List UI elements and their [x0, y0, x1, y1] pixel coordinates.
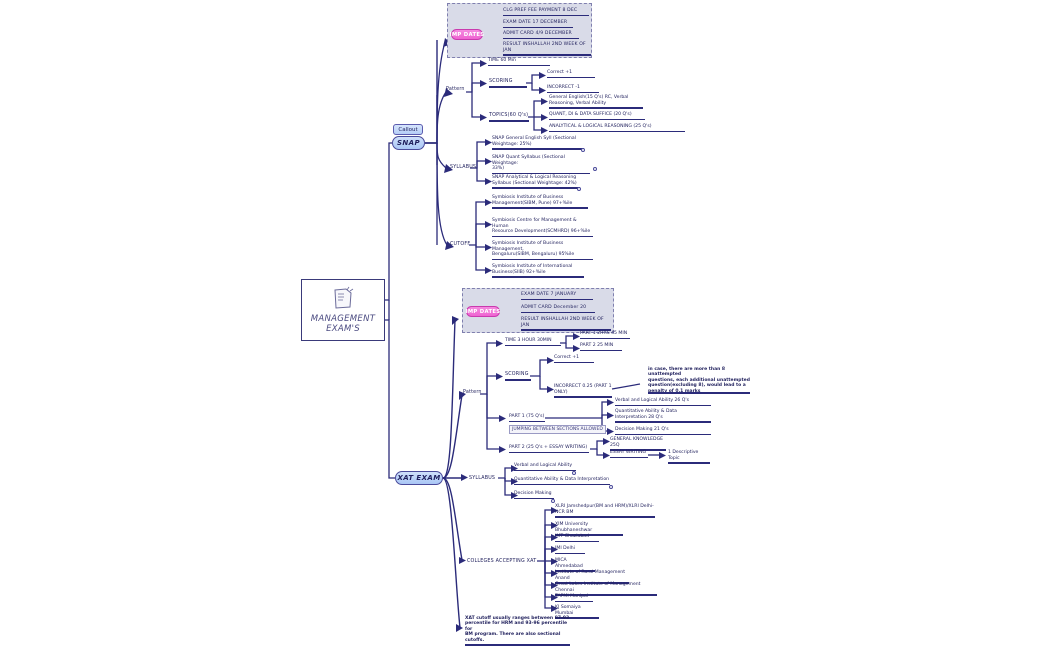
xat-correct-leaf: Correct +1: [554, 355, 594, 364]
snap-imp-date-item: ADMIT CARD 4/9 DECEMBER: [503, 31, 579, 40]
snap-imp-date-item: RESULT INSHALLAH 2ND WEEK OF JAN: [503, 42, 591, 57]
xat-part2-leaf: PART 2 (25 Q's + ESSAY WRITING): [509, 445, 589, 454]
xat-part1-section-leaf: Decision Making 21 Q's: [615, 427, 711, 436]
xat-college-leaf: XIM University Bhubhaneshwar: [555, 522, 623, 537]
snap-time-leaf: TIME 60 Min: [488, 58, 550, 67]
snap-topics-underline: [489, 120, 529, 122]
xat-penalty-note: in case, there are more than 8 unattempt…: [648, 367, 750, 394]
xat-cutoff-note: XAT cutoff usually ranges between 87-93 …: [465, 616, 570, 643]
callout-tag: Callout: [393, 124, 423, 135]
snap-syllabus-leaf: SNAP Analytical & Logical Reasoning Syll…: [492, 175, 580, 190]
syllabus-end-dot: [609, 485, 613, 489]
xat-syllabus-leaf: Verbal and Logical Ability: [514, 463, 576, 472]
syllabus-end-dot: [572, 471, 576, 475]
xat-penalty-underline: [648, 392, 750, 394]
xat-pattern-label: Pattern: [463, 390, 482, 395]
xat-part1-note: JUMPING BETWEEN SECTIONS ALLOWED: [509, 425, 606, 434]
syllabus-end-dot: [551, 499, 555, 503]
snap-imp-date-item: CLG PREF FEE PAYMENT 8 DEC: [503, 8, 589, 17]
xat-colleges-label: COLLEGES ACCEPTING XAT: [467, 559, 537, 564]
xat-part2-section-leaf: ESSAY WRITING: [610, 450, 648, 459]
branch-node-xat[interactable]: XAT EXAM: [395, 471, 443, 485]
xat-college-leaf: IMI Delhi: [555, 546, 585, 555]
xat-incorrect-leaf: INCORRECT 0.25 (PART 1 ONLY): [554, 384, 612, 399]
snap-pattern-label: Pattern: [446, 87, 465, 92]
snap-cutoff-leaf: Symbiosis Institute of International Bus…: [492, 264, 584, 279]
xat-imp-dates-pill[interactable]: IMP DATES: [466, 306, 500, 317]
snap-imp-date-item: EXAM DATE 17 DECEMBER: [503, 20, 573, 29]
xat-part1-section-leaf: Quantitative Ability & Data Interpretati…: [615, 409, 711, 424]
snap-cutoff-leaf: Symbiosis Institute of Business Manageme…: [492, 241, 593, 261]
xat-syllabus-leaf: Quantitative Ability & Data Interpretati…: [514, 477, 610, 486]
syllabus-end-dot: [577, 187, 581, 191]
snap-cutoff-leaf: Symbiosis Centre for Management & Human …: [492, 218, 593, 238]
xat-cutoff-underline: [465, 644, 570, 646]
xat-time-part-leaf: PART 1 2HRS 45 MIN: [580, 331, 630, 340]
xat-college-leaf: Institute of Rural Management Anand: [555, 570, 629, 585]
snap-cutoff-label: CUTOFF: [450, 242, 471, 247]
snap-scoring-label: SCORING: [489, 79, 513, 84]
xat-imp-dates-group: [462, 288, 614, 333]
xat-college-leaf: KJ Somaiya Mumbai: [555, 605, 599, 620]
snap-topic-leaf: QUANT, DI & DATA SUFFICE (20 Q's): [549, 112, 645, 121]
xat-imp-date-item: ADMIT CARD December 20: [521, 305, 595, 314]
xat-college-leaf: TAPMI Manipal: [555, 594, 593, 603]
snap-topic-leaf: ANALYTICAL & LOGICAL REASONING (25 Q's): [549, 124, 685, 133]
xat-time-part-leaf: PART 2 25 MIN: [580, 343, 622, 352]
syllabus-end-dot: [593, 167, 597, 171]
branch-node-snap[interactable]: SNAP: [392, 136, 425, 150]
document-icon: [334, 286, 354, 309]
snap-topic-leaf: General English(15 Q's) RC, Verbal Reaso…: [549, 95, 643, 110]
xat-scoring-underline: [505, 379, 531, 381]
snap-scoring-underline: [489, 86, 527, 88]
root-node[interactable]: MANAGEMENT EXAM'S: [301, 279, 385, 341]
snap-cutoff-leaf: Symbiosis Institute of Business Manageme…: [492, 195, 588, 210]
xat-part1-section-leaf: Verbal and Logical Ability 26 Q's: [615, 398, 711, 407]
snap-syllabus-label: SYLLABUS: [450, 165, 477, 170]
xat-imp-date-item: EXAM DATE 7 JANUARY: [521, 292, 593, 301]
page-title: MANAGEMENT EXAM'S: [310, 314, 376, 334]
xat-imp-date-item: RESULT INSHALLAH 2ND WEEK OF JAN: [521, 317, 611, 332]
snap-imp-dates-pill[interactable]: IMP DATES: [450, 29, 484, 40]
xat-part2-section-leaf: GENERAL KNOWLEDGE 25Q: [610, 437, 666, 452]
xat-college-leaf: IMT Ghaziabad: [555, 534, 599, 543]
xat-part1-leaf: PART 1 (75 Q's): [509, 414, 545, 423]
xat-syllabus-leaf: Decision Making: [514, 491, 554, 500]
xat-college-leaf: Great Lakes Institute of Management Chen…: [555, 582, 657, 597]
xat-scoring-label: SCORING: [505, 372, 529, 377]
snap-syllabus-leaf: SNAP General English Syll (Sectional Wei…: [492, 136, 584, 151]
snap-topics-label: TOPICS(60 Q's): [489, 113, 529, 118]
xat-college-leaf: MICA Ahmedabad: [555, 558, 595, 573]
xat-essay-detail-leaf: 1 Descriptive Topic: [668, 450, 710, 465]
xat-time-leaf: TIME 3 HOUR 30MIN: [505, 338, 561, 347]
xat-college-leaf: XLRI Jamshedpur(BM and HRM)/XLRI Delhi- …: [555, 504, 655, 519]
snap-syllabus-leaf: SNAP Quant Syllabus (Sectional Weightage…: [492, 155, 590, 175]
xat-syllabus-label: SYLLABUS: [469, 476, 496, 481]
syllabus-end-dot: [581, 148, 585, 152]
snap-incorrect-leaf: INCORRECT -1: [547, 85, 599, 94]
snap-correct-leaf: Correct +1: [547, 70, 595, 79]
